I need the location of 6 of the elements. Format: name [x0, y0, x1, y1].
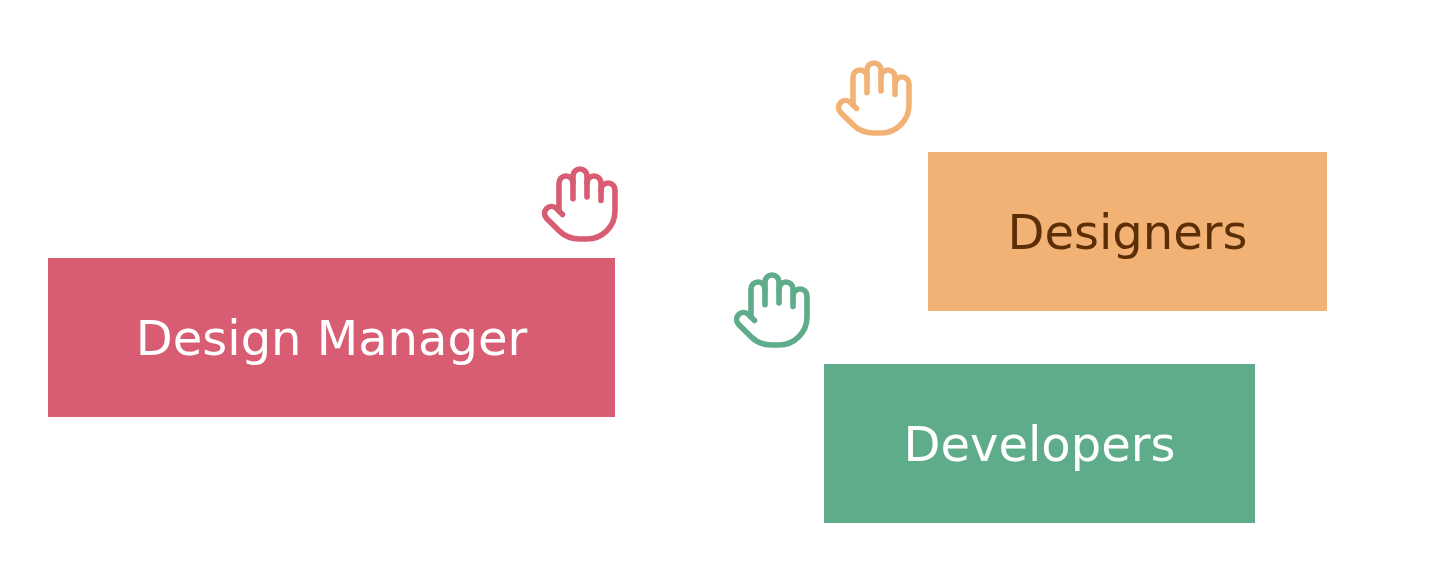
role-box — [48, 258, 615, 417]
role-box — [928, 152, 1327, 311]
role-label: Design Manager — [135, 309, 528, 366]
role-box — [824, 364, 1255, 523]
role-label: Designers — [1007, 203, 1248, 260]
role-label: Developers — [903, 415, 1176, 472]
